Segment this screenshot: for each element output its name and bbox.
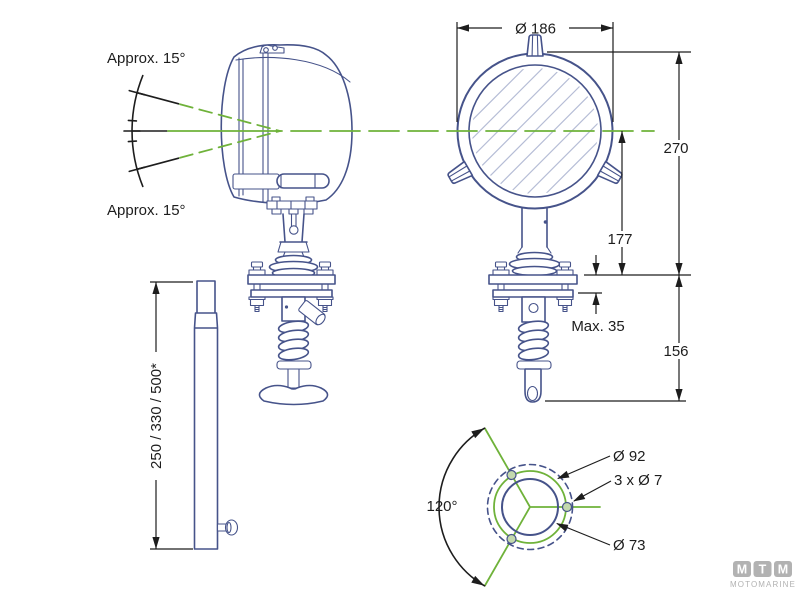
mounting-bolt — [316, 261, 334, 313]
bolt-hole — [561, 501, 573, 513]
light-beam-lines — [167, 103, 655, 159]
logo-square — [774, 561, 792, 577]
stem-screw — [284, 305, 289, 309]
mount-front — [488, 207, 578, 403]
logo-square — [733, 561, 751, 577]
searchlight-front-view — [445, 34, 625, 403]
spring-side — [277, 318, 310, 363]
pipe-circle — [501, 478, 559, 536]
bellows-side — [268, 251, 319, 279]
pole-locking-knob — [216, 519, 239, 536]
dimension-annotations: Ø 186 270 156 177 Max. 35 250 / 330 / 50… — [145, 21, 693, 550]
searchlight-side-view — [220, 44, 353, 406]
spacing-angle-label: 120° — [426, 498, 457, 515]
beam-angle-lower-label: Approx. 15° — [107, 202, 186, 219]
below-deck-length-label: 156 — [663, 343, 688, 360]
angle-arc — [438, 427, 486, 587]
beam-angle-upper-label: Approx. 15° — [107, 50, 186, 67]
logo-letter: T — [759, 563, 767, 577]
mounting-bolt — [248, 261, 266, 313]
t-handle — [258, 384, 329, 406]
max-deck-thickness-label: Max. 35 — [571, 318, 624, 335]
cable-socket — [298, 300, 326, 326]
pole-lengths-label: 250 / 330 / 500* — [148, 363, 165, 469]
mounting-bolt — [556, 261, 574, 313]
center-height-label: 177 — [607, 231, 632, 248]
overall-height-label: 270 — [663, 140, 688, 157]
logo-letter: M — [778, 563, 788, 577]
spring-front — [517, 318, 550, 363]
head-latch — [259, 44, 285, 54]
head-handle — [232, 173, 330, 190]
brand-logo: M T M MOTOMARINE — [730, 561, 796, 589]
flange-outline-circle — [486, 463, 574, 551]
mounting-pole-view — [193, 280, 239, 550]
lens-diameter-label: Ø 186 — [515, 21, 556, 38]
mounting-hole-pattern: 120° Ø 92 3 x Ø 7 Ø 73 — [426, 427, 662, 587]
yoke-mount-side — [247, 196, 336, 406]
bolt-hole — [506, 533, 517, 545]
bolt-circle-diameter-label: Ø 92 — [613, 448, 646, 465]
logo-square — [753, 561, 772, 577]
bolt-holes-label: 3 x Ø 7 — [614, 472, 662, 489]
beam-angle-annotation — [123, 74, 180, 188]
logo-letter: M — [737, 563, 747, 577]
bolt-hole — [506, 469, 517, 481]
logo-brand-name: MOTOMARINE — [730, 580, 796, 589]
mounting-bolt — [492, 261, 510, 313]
pipe-diameter-label: Ø 73 — [613, 537, 646, 554]
lamp-head-side — [220, 44, 353, 205]
lens-clamp-top — [526, 34, 544, 57]
